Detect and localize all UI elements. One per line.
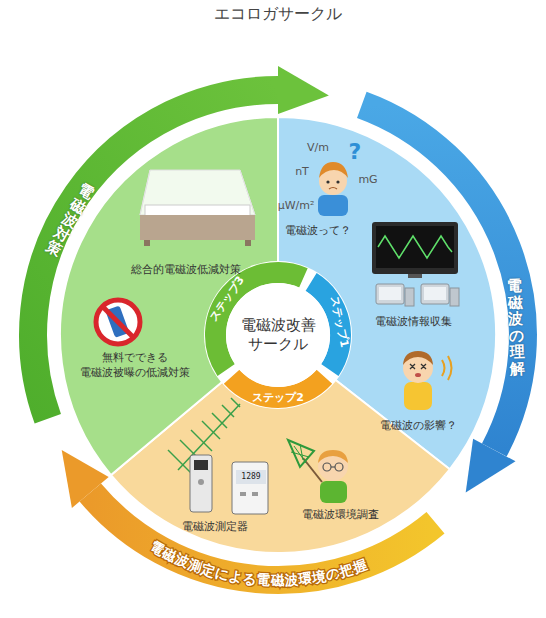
field-meter — [194, 460, 208, 470]
wave-monitor — [372, 222, 458, 274]
survey-person — [291, 444, 309, 463]
wave-monitor — [378, 236, 452, 258]
no-phone-sign — [103, 307, 133, 337]
affected-boy — [403, 351, 452, 410]
net-bed — [140, 170, 255, 246]
field-meter — [236, 470, 266, 484]
net-bed — [140, 215, 255, 240]
blue-cycle-arrow — [466, 439, 516, 493]
computers — [424, 287, 446, 300]
question-person — [336, 180, 339, 183]
field-meter — [252, 492, 258, 496]
unit-label: mG — [358, 173, 377, 186]
step-ring — [204, 261, 352, 409]
diagram-title: エコロガサークル — [214, 4, 342, 23]
wave-monitor — [408, 274, 422, 278]
computers — [421, 284, 449, 304]
antenna — [202, 421, 220, 439]
item-caption: 総合的電磁波低減対策 — [131, 263, 241, 276]
antenna — [231, 398, 240, 407]
survey-person — [323, 463, 331, 471]
orange-cycle-arrow — [62, 450, 109, 508]
affected-boy — [403, 351, 433, 365]
affected-boy — [404, 382, 432, 410]
antenna — [212, 413, 227, 428]
computers — [379, 287, 401, 300]
question-mark: ? — [349, 139, 362, 165]
computers — [376, 284, 404, 304]
item-caption: 電磁波って？ — [285, 224, 351, 237]
wave-monitor — [376, 226, 454, 268]
blue-cycle-arrow — [362, 105, 523, 493]
item-caption: 電磁波の影響？ — [380, 419, 457, 432]
computers — [376, 284, 459, 306]
question-person — [318, 162, 348, 216]
antenna — [168, 398, 240, 478]
field-meter — [190, 455, 268, 514]
item-caption: 電磁波情報収集 — [375, 315, 452, 328]
item-caption: 電磁波測定器 — [182, 520, 248, 533]
meter-reading: 1289 — [241, 472, 260, 482]
computers — [405, 288, 414, 306]
step-ring — [204, 261, 352, 409]
question-person — [318, 195, 348, 216]
survey-person — [288, 440, 348, 503]
net-bed — [144, 240, 150, 246]
cycle-arrow-label: 電磁波測定による電磁波環境の把握 — [147, 538, 369, 588]
unit-label: nT — [295, 165, 309, 178]
step-label: ステップ2 — [252, 391, 304, 404]
sector-wheel — [60, 117, 496, 553]
circle-title: 電磁波改善 サークル — [232, 316, 324, 355]
field-meter — [190, 455, 212, 512]
net-bed — [245, 240, 251, 246]
field-meter — [198, 479, 204, 485]
affected-boy — [415, 373, 421, 377]
field-meter — [232, 462, 268, 514]
survey-person — [331, 466, 335, 467]
green-cycle-arrow — [278, 66, 329, 114]
blue-cycle-arrow — [362, 105, 523, 450]
survey-person — [288, 440, 314, 467]
unit-label: V/m — [307, 141, 329, 154]
survey-person — [318, 451, 348, 481]
cycle-arrow-label: 電磁波測定による電磁波環境の把握 — [147, 538, 369, 588]
question-person — [319, 162, 348, 178]
no-phone-sign — [96, 300, 140, 344]
affected-boy — [442, 356, 452, 380]
survey-person — [318, 450, 348, 463]
affected-boy — [410, 364, 426, 369]
orange-cycle-arrow — [62, 450, 436, 580]
no-phone-sign — [96, 300, 140, 344]
wave-monitor — [372, 222, 458, 278]
antenna — [222, 405, 234, 417]
center-circle: 電磁波改善 サークル — [226, 283, 330, 387]
question-person — [329, 188, 337, 190]
survey-person — [320, 481, 347, 503]
item-caption: 無料でできる 電磁波被曝の低減対策 — [60, 350, 210, 381]
computers — [450, 288, 459, 306]
item-caption: 電磁波環境調査 — [302, 508, 379, 521]
step-segment: ステップ2 — [249, 389, 307, 407]
question-person — [326, 180, 329, 183]
survey-person — [335, 463, 343, 471]
unit-label: μW/m² — [278, 199, 315, 212]
field-meter — [240, 492, 246, 496]
antenna — [191, 430, 212, 451]
